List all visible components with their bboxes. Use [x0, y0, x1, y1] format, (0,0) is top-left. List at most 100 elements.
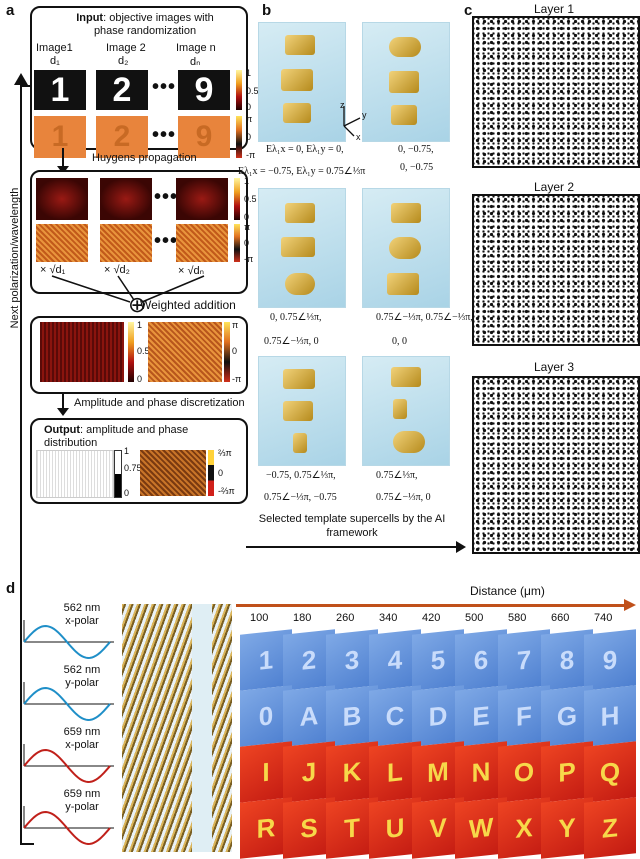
layer-3-title: Layer 3 — [533, 360, 575, 374]
output-phase-tick: 0 — [218, 468, 224, 478]
meta-atom — [389, 237, 421, 259]
polarization-label: x-polar — [65, 739, 99, 751]
amp-colorbar — [236, 70, 242, 110]
arrow-shaft-2 — [62, 392, 64, 410]
meta-atom — [283, 103, 311, 123]
weighted-amp — [40, 322, 124, 382]
feedback-line-top — [20, 85, 32, 87]
distance-tick: 420 — [422, 612, 441, 624]
input-title-rest: : objective images with phase randomizat… — [93, 12, 214, 37]
weight-2: × √d₂ — [104, 264, 130, 276]
layer-1-grid — [472, 16, 640, 168]
oplus-icon: ⊕ — [128, 292, 147, 317]
supercell-5 — [258, 356, 346, 466]
image1-label: Image1 — [36, 42, 73, 54]
meta-atom — [389, 37, 421, 57]
image2-digit: 2 — [96, 70, 148, 110]
distance-axis — [236, 604, 626, 607]
eq-2c: 0.75∠−⅓π, 0 — [264, 336, 319, 347]
output-amp — [36, 450, 114, 498]
meta-atom — [281, 237, 315, 257]
phase-cbar-tick: 0 — [246, 132, 252, 142]
dots-3: ••• — [154, 186, 179, 208]
image2-sub: d₂ — [118, 55, 129, 67]
prop-amp-tick: 1 — [244, 176, 250, 186]
weighted-amp-colorbar — [128, 322, 134, 382]
prop-phase-colorbar — [234, 224, 240, 262]
reconstructed-image-tile: Q — [584, 741, 636, 803]
eq-2a: 0, 0.75∠⅓π, — [270, 312, 322, 323]
image2-phase: 2 — [96, 116, 148, 158]
side-label: Next polarization/wavelength — [9, 187, 21, 329]
amp-cbar-tick: 1 — [246, 68, 252, 78]
meta-atom — [391, 367, 421, 387]
discretization-label: Amplitude and phase discretization — [74, 397, 245, 409]
supercell-6 — [362, 356, 450, 466]
meta-atom — [285, 273, 315, 295]
output-phase-colorbar — [208, 450, 214, 496]
meta-atom — [285, 203, 315, 223]
imagen-phase: 9 — [178, 116, 230, 158]
supercell-2 — [362, 22, 450, 142]
distance-tick: 740 — [594, 612, 613, 624]
meta-atom — [283, 401, 313, 421]
feedback-line — [20, 85, 22, 845]
eq-3a: −0.75, 0.75∠⅓π, — [266, 470, 336, 481]
dots-1: ••• — [152, 76, 177, 98]
meta-atom — [389, 71, 419, 93]
weighted-phase-tick: π — [232, 320, 239, 330]
image1-phase: 1 — [34, 116, 86, 158]
panel-label-c: c — [464, 2, 473, 19]
input-title: Input: objective images with phase rando… — [60, 12, 230, 38]
eq-1c: Eλ₁x = −0.75, Eλ₁y = 0.75∠⅓π — [238, 166, 366, 177]
eq-3c: 0.75∠−⅓π, −0.75 — [264, 492, 337, 503]
distance-tick: 340 — [379, 612, 398, 624]
axis-z: z — [340, 100, 345, 110]
wavelength-label: 562 nm — [63, 664, 101, 676]
prop-amp-colorbar — [234, 178, 240, 220]
meta-atom — [293, 433, 307, 453]
distance-tick: 100 — [250, 612, 269, 624]
distance-axis-arrowhead — [624, 599, 636, 611]
distance-tick: 580 — [508, 612, 527, 624]
arrow-head-2 — [57, 408, 69, 416]
b-to-c-arrow — [246, 546, 458, 548]
weighted-amp-tick: 0 — [137, 374, 143, 384]
output-amp-tick: 0 — [124, 488, 130, 498]
output-title: Output: amplitude and phase distribution — [44, 424, 234, 450]
weighted-label: Weighted addition — [140, 298, 236, 312]
reconstructed-image-tile: Z — [584, 797, 636, 859]
prop-phase-tick: 0 — [244, 238, 250, 248]
blue-wave-icon — [23, 682, 114, 722]
imagen-label: Image n — [176, 42, 216, 54]
meta-atom — [391, 105, 417, 125]
eq-1b: 0, −0.75, — [398, 144, 434, 155]
distance-tick: 260 — [336, 612, 355, 624]
reconstructed-image-tile: H — [584, 685, 636, 747]
eq-2d: 0, 0 — [392, 336, 407, 347]
wavelength-label: 562 nm — [63, 602, 101, 614]
prop-phase-tick: π — [244, 222, 251, 232]
blue-wave-icon — [23, 620, 114, 660]
panel-label-b: b — [262, 2, 272, 19]
prop-phase-2 — [100, 224, 152, 262]
prop-amp-tick: 0 — [244, 212, 250, 222]
wavelength-label: 659 nm — [63, 788, 101, 800]
output-phase — [140, 450, 206, 496]
prop-amp-2 — [100, 178, 152, 220]
panel-label-d: d — [6, 580, 16, 597]
sum-arrows — [51, 275, 205, 303]
meta-atom — [387, 273, 419, 295]
axis-y: y — [362, 110, 367, 120]
image2-label: Image 2 — [106, 42, 146, 54]
meta-atom — [391, 203, 421, 223]
prop-phase-n — [176, 224, 228, 262]
prop-amp-n — [176, 178, 228, 220]
polarization-label: x-polar — [65, 615, 99, 627]
weight-n: × √dₙ — [178, 265, 205, 277]
metasurface-gap — [192, 604, 212, 852]
output-amp-tick: 0.75 — [124, 463, 142, 473]
output-phase-tick: ⅔π — [218, 448, 232, 458]
dots-4: ••• — [154, 230, 179, 252]
weight-1: × √d₁ — [40, 264, 66, 276]
